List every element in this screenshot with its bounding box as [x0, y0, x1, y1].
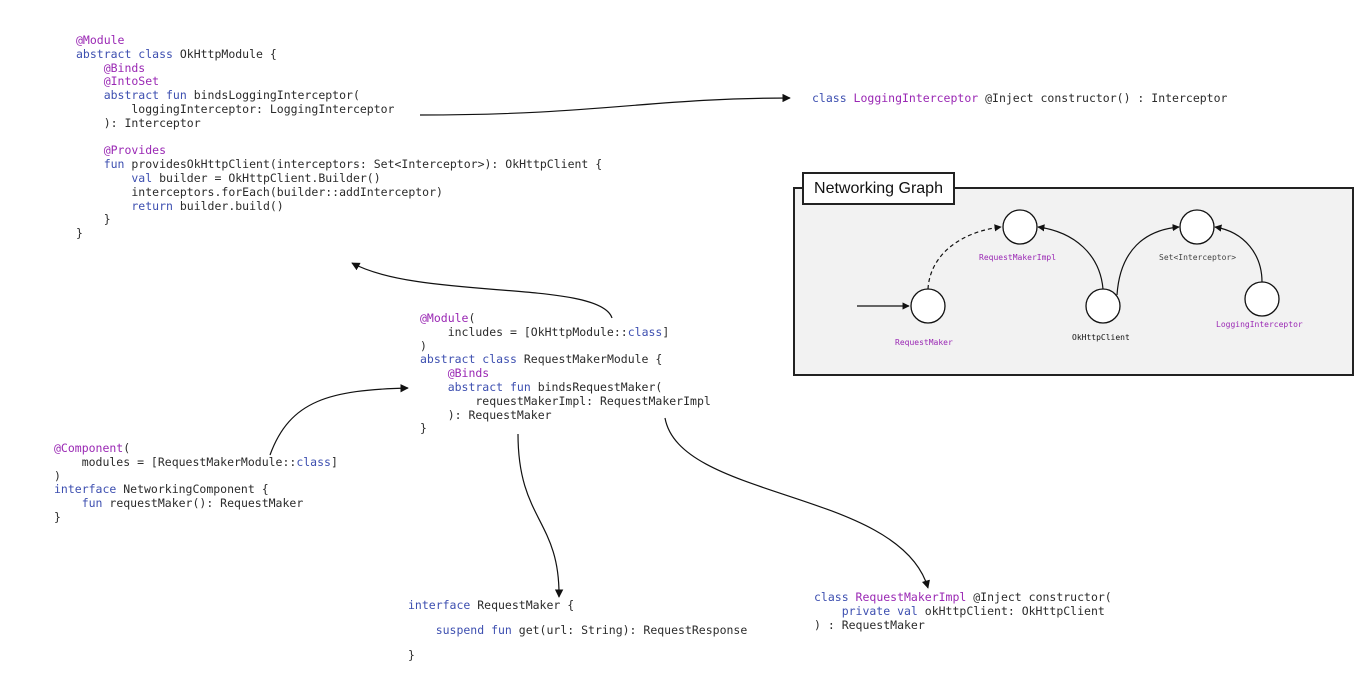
- code-keyword: class: [812, 91, 847, 105]
- code-text: bindsLoggingInterceptor(: [186, 88, 360, 103]
- code-text: @Inject constructor() : Interceptor: [978, 91, 1228, 105]
- arrow-requestmakermodule-to-okhttpmodule: [351, 262, 613, 319]
- label-set-interceptor: Set<Interceptor>: [1159, 253, 1237, 262]
- label-okhttp-client: OkHttpClient: [1072, 333, 1130, 342]
- edge-okhttp-to-set: [1116, 223, 1180, 296]
- code-text: requestMakerImpl: RequestMakerImpl: [420, 393, 711, 408]
- request-maker-interface-code: interface RequestMaker { suspend fun get…: [408, 599, 747, 662]
- code-text: requestMaker(): RequestMaker: [102, 496, 304, 511]
- module-annotation: @Module: [76, 33, 125, 47]
- code-text: (: [468, 311, 476, 325]
- code-keyword: class: [627, 324, 663, 339]
- code-keyword: fun: [54, 496, 103, 511]
- binds-annotation: @Binds: [420, 366, 490, 381]
- code-keyword: class: [814, 590, 849, 604]
- node-okhttp-client: [1085, 288, 1121, 324]
- code-text: ): Interceptor: [76, 115, 201, 130]
- code-text: okHttpClient: OkHttpClient: [917, 603, 1105, 618]
- code-text: ): RequestMaker: [420, 407, 552, 422]
- code-text: modules = [RequestMakerModule::: [54, 454, 297, 469]
- networking-graph-title: Networking Graph: [802, 172, 955, 205]
- provides-annotation: @Provides: [76, 143, 167, 158]
- request-maker-impl-code: class RequestMakerImpl @Inject construct…: [814, 590, 1112, 632]
- module-annotation: @Module: [420, 311, 469, 325]
- logging-interceptor-code: class LoggingInterceptor @Inject constru…: [812, 91, 1228, 106]
- code-text: loggingInterceptor: LoggingInterceptor: [76, 101, 395, 116]
- node-set-interceptor: [1179, 209, 1215, 245]
- label-request-maker-impl: RequestMakerImpl: [979, 253, 1057, 262]
- edge-logging-to-set: [1214, 224, 1263, 283]
- code-text: }: [420, 421, 427, 436]
- request-maker-module-code: @Module( includes = [OkHttpModule::class…: [420, 311, 711, 436]
- class-name: RequestMakerImpl: [848, 590, 967, 604]
- arrow-module-to-requestmaker: [517, 433, 564, 598]
- arrow-okhttp-to-logging-interceptor: [419, 93, 791, 116]
- code-keyword: val: [76, 170, 153, 185]
- code-keyword: interface: [408, 598, 471, 612]
- okhttp-module-code: @Module abstract class OkHttpModule { @B…: [76, 33, 603, 241]
- code-text: @Inject constructor(: [966, 590, 1112, 604]
- code-keyword: suspend fun: [408, 623, 512, 637]
- code-text: ) : RequestMaker: [814, 617, 925, 632]
- code-text: builder = OkHttpClient.Builder(): [152, 170, 381, 185]
- component-annotation: @Component: [54, 441, 124, 455]
- code-keyword: abstract class: [420, 352, 517, 367]
- label-request-maker: RequestMaker: [895, 338, 953, 347]
- code-text: includes = [OkHttpModule::: [420, 324, 628, 339]
- code-text: }: [76, 226, 83, 241]
- node-request-maker-impl: [1002, 209, 1038, 245]
- code-text: ): [54, 468, 61, 483]
- code-text: bindsRequestMaker(: [530, 379, 663, 394]
- binds-annotation: @Binds: [76, 60, 146, 75]
- code-keyword: abstract fun: [76, 88, 187, 103]
- code-keyword: fun: [76, 157, 125, 172]
- code-keyword: abstract fun: [420, 379, 531, 394]
- code-keyword: abstract class: [76, 46, 173, 61]
- edge-okhttp-to-impl: [1037, 224, 1104, 290]
- code-keyword: class: [296, 454, 331, 469]
- code-text: }: [408, 648, 415, 662]
- code-text: ): [420, 338, 427, 353]
- class-name: LoggingInterceptor: [846, 91, 979, 105]
- code-text: ]: [662, 324, 670, 339]
- code-text: providesOkHttpClient(interceptors: Set<I…: [124, 157, 603, 172]
- networking-component-code: @Component( modules = [RequestMakerModul…: [54, 441, 338, 525]
- edge-request-maker-to-impl: [927, 224, 1002, 290]
- code-text: builder.build(): [172, 198, 284, 213]
- code-keyword: private val: [814, 603, 918, 618]
- code-text: OkHttpModule {: [172, 46, 277, 61]
- code-keyword: return: [76, 198, 173, 213]
- node-logging-interceptor: [1244, 281, 1280, 317]
- arrow-component-to-requestmakermodule: [269, 383, 409, 456]
- label-logging-interceptor: LoggingInterceptor: [1216, 320, 1303, 329]
- code-keyword: interface: [54, 482, 117, 497]
- code-text: ]: [330, 454, 338, 469]
- code-text: RequestMakerModule {: [516, 352, 663, 367]
- code-text: get(url: String): RequestResponse: [511, 623, 748, 637]
- code-text: }: [54, 509, 61, 524]
- code-text: (: [123, 441, 131, 455]
- code-text: interceptors.forEach(builder::addInterce…: [76, 184, 443, 199]
- code-text: }: [76, 212, 111, 227]
- intoset-annotation: @IntoSet: [76, 74, 160, 89]
- arrow-module-to-requestmakerimpl: [664, 417, 930, 589]
- node-request-maker: [910, 288, 946, 324]
- code-text: RequestMaker {: [470, 598, 575, 612]
- code-text: NetworkingComponent {: [116, 482, 269, 497]
